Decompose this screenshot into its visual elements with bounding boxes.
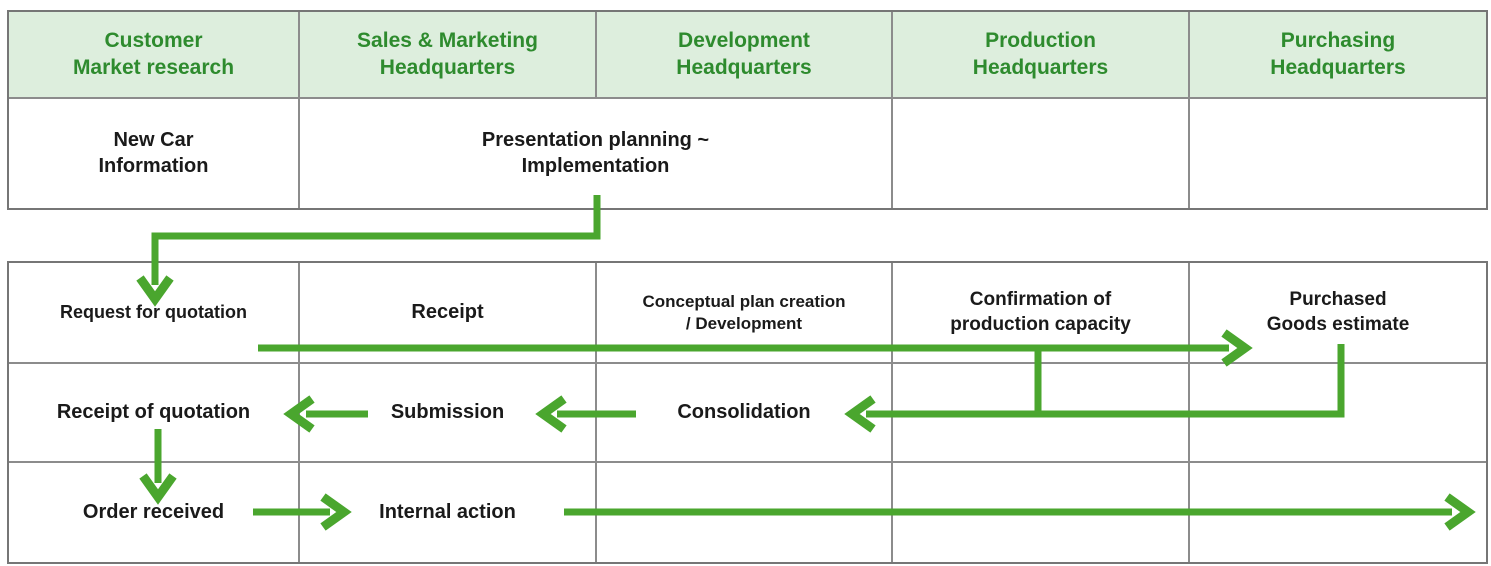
cell-row3-development-empty: [597, 463, 893, 562]
cell-receipt: Receipt: [300, 263, 597, 364]
cell-order-received: Order received: [9, 463, 300, 562]
cell-planning-production-empty: [893, 99, 1190, 208]
cell-purchased-goods-estimate: Purchased Goods estimate: [1190, 263, 1486, 364]
lane-header-production: Production Headquarters: [893, 12, 1190, 99]
lane-header-purchasing: Purchasing Headquarters: [1190, 12, 1486, 99]
process-table: Request for quotation Receipt Conceptual…: [7, 261, 1488, 564]
lane-header-development: Development Headquarters: [597, 12, 893, 99]
cell-row2-purchasing-empty: [1190, 364, 1486, 463]
cell-internal-action: Internal action: [300, 463, 597, 562]
lane-header-sales-marketing: Sales & Marketing Headquarters: [300, 12, 597, 99]
cell-new-car-information: New Car Information: [9, 99, 300, 208]
cell-submission: Submission: [300, 364, 597, 463]
cell-receipt-of-quotation: Receipt of quotation: [9, 364, 300, 463]
cell-request-for-quotation: Request for quotation: [9, 263, 300, 364]
cell-conceptual-plan-creation: Conceptual plan creation / Development: [597, 263, 893, 364]
cell-planning-purchasing-empty: [1190, 99, 1486, 208]
cell-confirmation-production-capacity: Confirmation of production capacity: [893, 263, 1190, 364]
cell-row3-production-empty: [893, 463, 1190, 562]
cell-row2-production-empty: [893, 364, 1190, 463]
cell-row3-purchasing-empty: [1190, 463, 1486, 562]
cell-consolidation: Consolidation: [597, 364, 893, 463]
cell-presentation-planning: Presentation planning ~ Implementation: [300, 99, 893, 208]
planning-table: Customer Market research Sales & Marketi…: [7, 10, 1488, 210]
lane-header-customer: Customer Market research: [9, 12, 300, 99]
